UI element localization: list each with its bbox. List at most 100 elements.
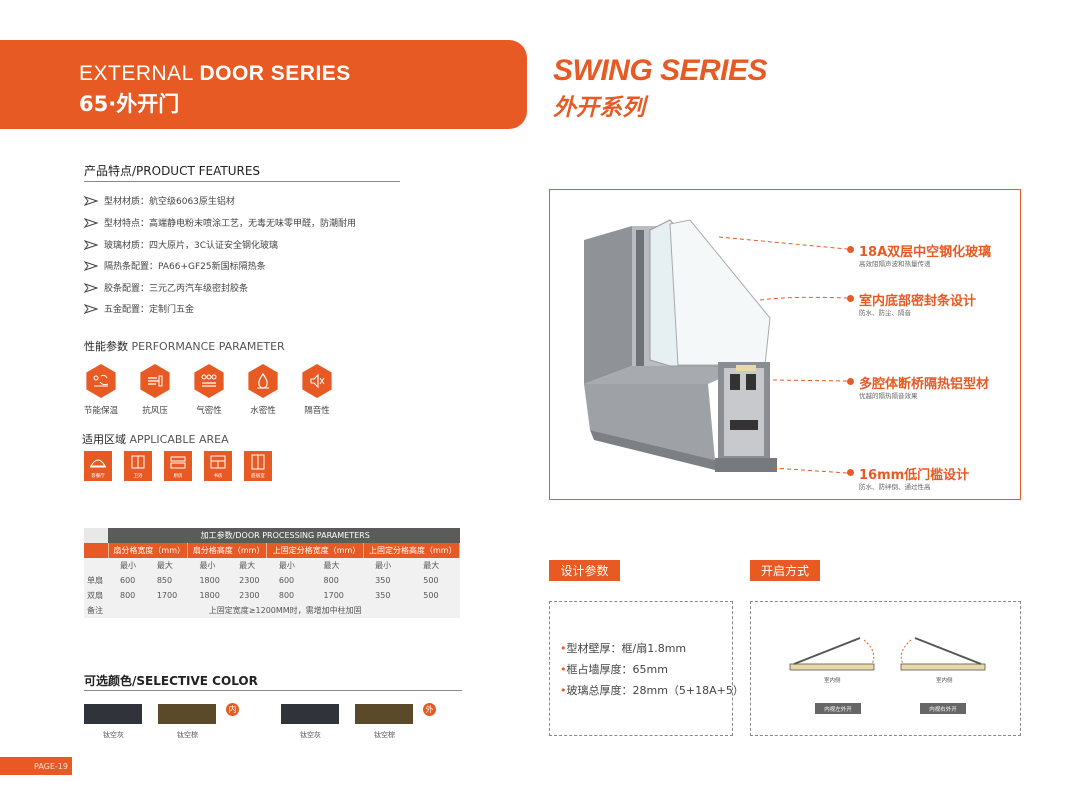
open-left-out-label: 内视左外开 [815,703,861,714]
feature-text: 玻璃材质：四大原片，3C认证安全钢化玻璃 [104,241,279,251]
arrow-icon [84,303,98,314]
table-cell: 1700 [156,591,178,600]
spec-text: 框占墙厚度：65mm [566,663,668,676]
table-row: 备注 上固定宽度≥1200MM时，需增加中柱加固 [84,603,460,618]
inner-badge: 内 [226,703,239,716]
opening-method-box [750,601,1021,736]
callout-title: 16mm低门槛设计 [859,468,970,483]
table-cell: 2300 [239,591,260,600]
table-row: 单扇 600 850 1800 2300 600 800 350 500 [84,573,460,588]
colors-rule [84,690,462,691]
feature-item: 型材材质：航空级6063原生铝材 [84,194,235,207]
table-cell: 最大 [156,561,173,570]
callout-dot [847,246,854,253]
callout-sub: 优越的隔热隔音效果 [859,392,918,400]
arrow-icon [84,239,98,250]
performance-title: 性能参数 PERFORMANCE PARAMETER [84,338,285,354]
study-icon: 书房 [204,451,232,481]
perf-label: 气密性 [196,406,222,416]
perf-label: 抗风压 [142,406,168,416]
table-cell: 最大 [323,561,340,570]
outer-badge: 外 [423,703,436,716]
feature-item: 五金配置：定制门五金 [84,302,194,315]
area-label: 庭居室 [251,474,265,479]
spec-text: 型材壁厚：框/扇1.8mm [566,642,687,655]
table-cell: 350 [375,591,391,600]
feature-text: 五金配置：定制门五金 [104,305,195,315]
arrow-icon [84,217,98,228]
color-swatch [84,704,142,724]
performance-title-en: PERFORMANCE PARAMETER [131,340,285,353]
swatch-label: 钛空棕 [374,731,395,739]
table-group-header: 扇分格高度（mm） [187,543,268,558]
color-swatch [158,704,216,724]
table-title: 加工参数/DOOR PROCESSING PARAMETERS [108,528,460,543]
opening-diagram-left [789,637,875,671]
performance-title-cn: 性能参数 [84,340,128,353]
table-corner [84,543,109,558]
table-cell: 800 [120,591,136,600]
page-number: PAGE-19 [0,757,72,775]
features-rule [84,181,400,182]
feature-item: 胶条配置：三元乙丙汽车级密封胶条 [84,281,248,294]
callout-title: 多腔体断桥隔热铝型材 [859,377,990,392]
callout-dot [847,295,854,302]
series-thin: EXTERNAL [79,62,194,85]
kitchen-icon: 厨房 [164,451,192,481]
table-cell: 600 [120,576,136,585]
processing-table: 加工参数/DOOR PROCESSING PARAMETERS 扇分格宽度（mm… [84,528,461,618]
table-cell: 800 [323,576,339,585]
features-title: 产品特点/PRODUCT FEATURES [84,164,261,178]
table-cell: 1800 [199,576,220,585]
table-cell: 最大 [239,561,256,570]
swatch-label: 钛空灰 [300,731,321,739]
callout-sub: 高效阻隔声波和热量传递 [859,260,931,268]
opening-method-title: 开启方式 [750,560,820,581]
table-cell: 最小 [199,561,216,570]
table-cell: 1700 [323,591,344,600]
callout-sub: 防水、防绊倒、通过性高 [859,483,931,491]
arrow-icon [84,260,98,271]
table-group-header: 扇分格宽度（mm） [108,543,188,558]
table-cell: 双扇 [87,591,103,600]
applicable-title-cn: 适用区域 [82,433,126,446]
open-right-out-label: 内视右外开 [920,703,966,714]
callout-dot [847,378,854,385]
table-cell: 2300 [239,576,260,585]
table-cell: 800 [278,591,295,600]
callout-title: 18A双层中空钢化玻璃 [859,245,992,260]
swing-series-en: SWING SERIES [553,54,768,87]
bath-icon: 卫浴 [124,451,152,481]
spec-text: 玻璃总厚度：28mm（5+18A+5） [566,684,744,697]
table-cell: 单扇 [87,576,103,585]
table-cell: 500 [423,576,439,585]
table-cell: 850 [156,576,173,585]
color-swatch [281,704,339,724]
applicable-title: 适用区域 APPLICABLE AREA [82,431,229,447]
table-cell: 最小 [120,561,136,570]
callout-title: 室内底部密封条设计 [859,294,977,309]
room-icon: 庭居室 [244,451,272,481]
table-cell: 500 [423,591,439,600]
feature-item: 玻璃材质：四大原片，3C认证安全钢化玻璃 [84,238,278,251]
feature-text: 隔热条配置：PA66+GF25新国标隔热条 [104,262,266,272]
feature-item: 型材特点：高端静电粉末喷涂工艺，无毒无味零甲醛，防潮耐用 [84,216,356,229]
table-cell: 最小 [278,561,295,570]
swing-series-cn: 外开系列 [553,95,645,121]
arrow-icon [84,282,98,293]
series-title: EXTERNAL DOOR SERIES [79,62,351,86]
table-cell: 350 [375,576,391,585]
feature-text: 型材材质：航空级6063原生铝材 [104,197,235,207]
product-name: 65·外开门 [79,92,180,116]
feature-text: 胶条配置：三元乙丙汽车级密封胶条 [104,284,249,294]
table-group-header: 上固定分格宽度（mm） [266,543,364,558]
perf-label: 节能保温 [83,406,118,416]
table-group-header: 上固定分格高度（mm） [363,543,461,558]
table-cell: 1800 [199,591,220,600]
dining-icon: 客餐厅 [84,451,112,481]
perf-label: 隔音性 [304,406,330,416]
applicable-title-en: APPLICABLE AREA [129,433,229,446]
table-cell: 最大 [423,561,440,570]
table-cell: 600 [278,576,295,585]
